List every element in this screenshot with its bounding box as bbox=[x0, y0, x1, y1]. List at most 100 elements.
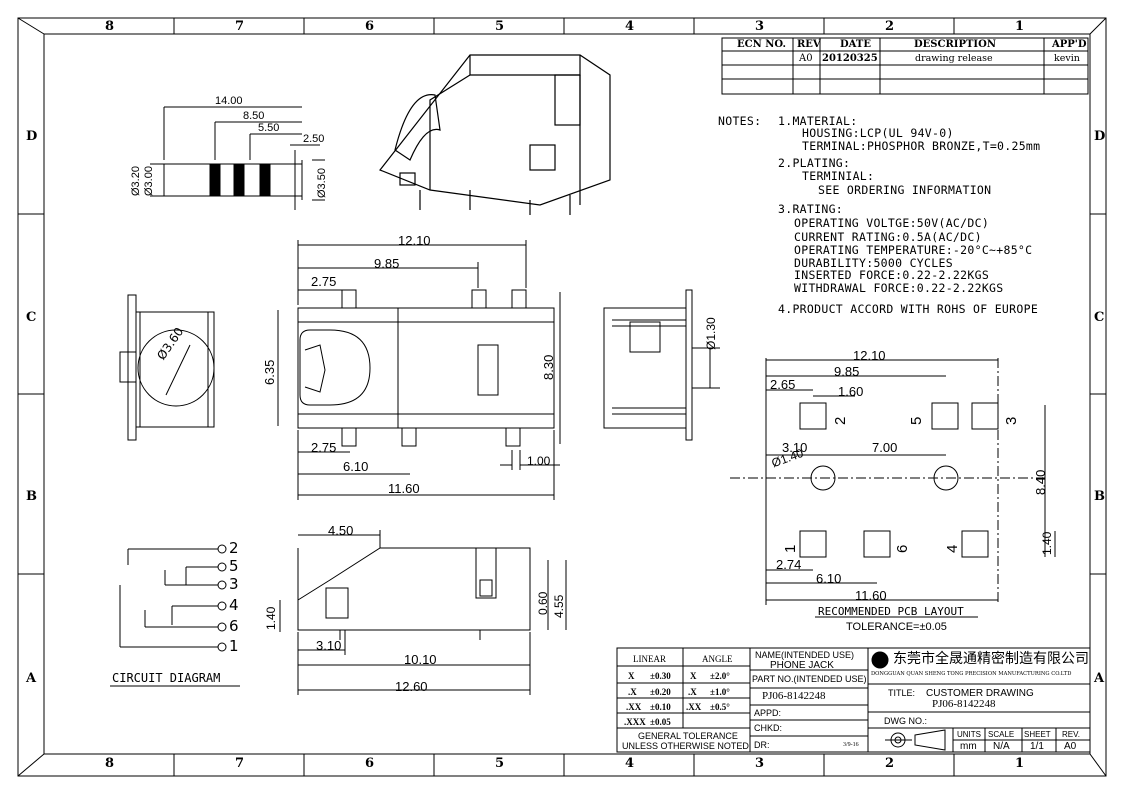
rev-value-date: 20120325 bbox=[822, 53, 878, 64]
dim-label: 12.60 bbox=[395, 679, 428, 694]
note-line: INSERTED FORCE:0.22-2.22KGS bbox=[794, 268, 990, 282]
top-view bbox=[277, 240, 561, 500]
note-line: WITHDRAWAL FORCE:0.22-2.22KGS bbox=[794, 281, 1004, 295]
grid-column-label: 5 bbox=[495, 756, 505, 771]
title-block-lines bbox=[616, 647, 1091, 753]
rev-value: A0 bbox=[1064, 741, 1077, 752]
tol-cell: .XX bbox=[686, 702, 702, 712]
units-label: UNITS bbox=[957, 730, 981, 739]
dim-label: 4.50 bbox=[328, 523, 354, 538]
tol-cell: ±0.10 bbox=[650, 702, 671, 712]
dr-date: 3/9-16 bbox=[843, 742, 859, 748]
circuit-diagram bbox=[110, 544, 240, 687]
row-ticks bbox=[18, 213, 1106, 575]
dim-label: 4.55 bbox=[552, 594, 566, 618]
tol-cell: ±0.20 bbox=[650, 687, 671, 697]
grid-column-label: 6 bbox=[365, 19, 375, 34]
rev-header-date: DATE bbox=[840, 39, 871, 50]
grid-column-label: 6 bbox=[365, 756, 375, 771]
pcb-layout bbox=[730, 358, 1056, 618]
dim-label: 6.10 bbox=[816, 571, 842, 586]
rev-header-rev: REV bbox=[797, 39, 821, 50]
dim-label: 1.00 bbox=[527, 454, 551, 468]
tol-cell: .X bbox=[688, 687, 697, 697]
title-part: PJ06-8142248 bbox=[932, 698, 996, 710]
side-view bbox=[603, 289, 720, 441]
grid-row-label: C bbox=[26, 310, 37, 325]
notes-heading: NOTES: bbox=[718, 114, 762, 128]
revision-table-lines bbox=[721, 37, 1089, 95]
note-line: 1.MATERIAL: bbox=[778, 114, 858, 128]
dim-label: 6.10 bbox=[343, 459, 369, 474]
outer-frame bbox=[17, 17, 1107, 777]
dim-label: 1.60 bbox=[838, 384, 864, 399]
dim-label: 9.85 bbox=[834, 364, 860, 379]
appd-label: APPD: bbox=[754, 708, 782, 718]
grid-column-label: 4 bbox=[625, 19, 635, 34]
pad-label: 4 bbox=[944, 544, 961, 553]
dim-label: 7.00 bbox=[872, 440, 898, 455]
note-line: SEE ORDERING INFORMATION bbox=[818, 183, 992, 197]
dim-label: 6.35 bbox=[262, 359, 277, 385]
grid-column-label: 3 bbox=[755, 756, 765, 771]
company-logo-icon bbox=[871, 651, 889, 669]
grid-column-label: 1 bbox=[1015, 19, 1025, 34]
dim-label: 8.30 bbox=[541, 354, 556, 380]
sheet-value: 1/1 bbox=[1030, 741, 1044, 752]
company-name-en: DONGGUAN QUAN SHENG TONG PRECISION MANUF… bbox=[871, 671, 1072, 677]
grid-row-label: D bbox=[26, 129, 38, 144]
dim-label: 5.50 bbox=[258, 122, 280, 134]
grid-column-label: 2 bbox=[885, 19, 895, 34]
tol-cell: .X bbox=[628, 687, 637, 697]
circuit-pin-label: 4 bbox=[229, 596, 239, 614]
name-value: PHONE JACK bbox=[770, 660, 834, 671]
pad-label: 1 bbox=[782, 544, 799, 553]
dim-label: 11.60 bbox=[388, 481, 420, 496]
note-line: TERMINAL:PHOSPHOR BRONZE,T=0.25mm bbox=[802, 139, 1041, 153]
rev-header-appd: APP'D bbox=[1052, 39, 1087, 50]
note-line: CURRENT RATING:0.5A(AC/DC) bbox=[794, 230, 982, 244]
note-line: HOUSING:LCP(UL 94V-0) bbox=[802, 126, 954, 140]
dr-label: DR: bbox=[754, 740, 770, 750]
grid-row-label: A bbox=[1094, 671, 1105, 686]
units-value: mm bbox=[960, 741, 977, 752]
dim-label: 8.50 bbox=[243, 110, 265, 122]
circuit-pin-label: 1 bbox=[229, 637, 239, 655]
dim-label: 1.40 bbox=[264, 606, 278, 630]
grid-row-label: A bbox=[26, 671, 37, 686]
name-label: NAME(INTENDED USE) bbox=[755, 650, 855, 660]
tol-cell: ±0.05 bbox=[650, 717, 671, 727]
sheet-label: SHEET bbox=[1024, 730, 1051, 739]
grid-row-label: D bbox=[1094, 129, 1106, 144]
company-name-cn: 东莞市全晟通精密制造有限公司 bbox=[893, 651, 1089, 667]
rev-header-description: DESCRIPTION bbox=[914, 39, 996, 50]
dim-label: 3.10 bbox=[782, 440, 808, 455]
title-value: CUSTOMER DRAWING bbox=[926, 688, 1034, 699]
rev-value-appd: kevin bbox=[1054, 53, 1080, 64]
dim-label: 1.40 bbox=[1040, 531, 1054, 555]
tol-general: GENERAL TOLERANCE bbox=[638, 731, 738, 741]
dim-label: Ø3.50 bbox=[316, 168, 328, 198]
plug-drawing bbox=[150, 106, 325, 210]
note-line: TERMINIAL: bbox=[802, 169, 875, 183]
iso-view bbox=[379, 54, 611, 215]
pad-label: 3 bbox=[1003, 416, 1020, 425]
grid-column-label: 7 bbox=[235, 19, 245, 34]
tol-cell: .XX bbox=[626, 702, 642, 712]
rev-value-rev: A0 bbox=[799, 53, 813, 64]
title-label: TITLE: bbox=[888, 688, 916, 698]
part-value: PJ06-8142248 bbox=[762, 690, 826, 702]
circuit-pin-label: 2 bbox=[229, 539, 239, 557]
dim-label: Ø1.30 bbox=[704, 317, 718, 350]
tol-cell: X bbox=[690, 671, 697, 681]
tol-cell: ±2.0° bbox=[710, 671, 730, 681]
grid-row-label: B bbox=[1094, 489, 1105, 504]
grid-column-label: 7 bbox=[235, 756, 245, 771]
dim-label: Ø3.20 bbox=[130, 166, 142, 196]
dim-label: 11.60 bbox=[855, 588, 887, 603]
pad-label: 5 bbox=[908, 416, 925, 425]
grid-column-label: 4 bbox=[625, 756, 635, 771]
pcb-tolerance: TOLERANCE=±0.05 bbox=[846, 621, 947, 633]
dim-label: 2.50 bbox=[303, 133, 325, 145]
